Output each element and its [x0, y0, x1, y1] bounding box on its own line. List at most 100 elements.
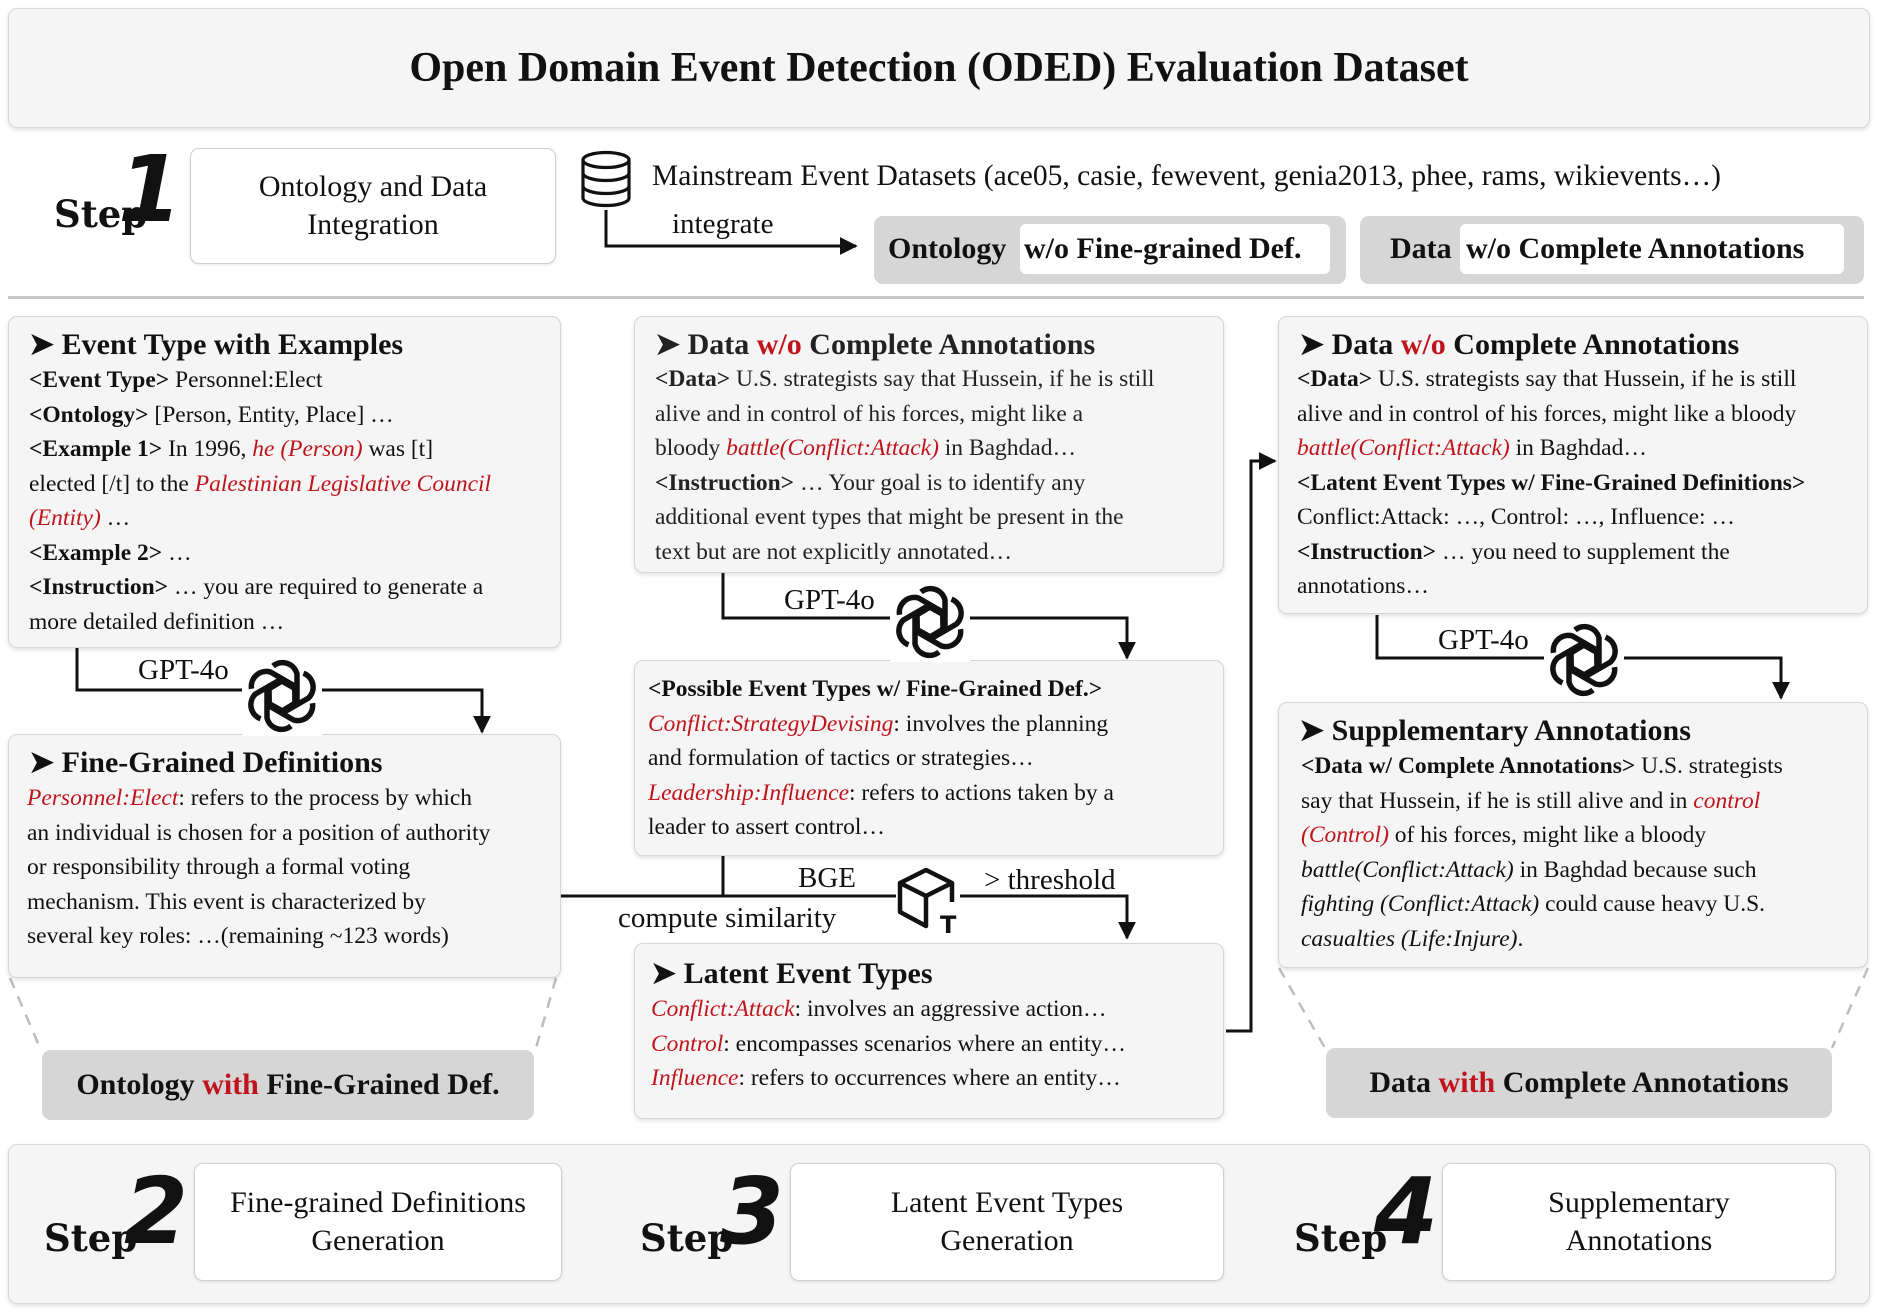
compute-similarity-label: compute similarity	[618, 902, 837, 934]
step4-name: Supplementary Annotations	[1548, 1186, 1730, 1257]
panel-body: <Data> U.S. strategists say that Hussein…	[655, 362, 1154, 569]
text: and formulation of tactics or strategies…	[648, 745, 1034, 771]
data-wo-annotations-panel-right: ➤ Data w/o Complete Annotations <Data> U…	[1278, 316, 1868, 614]
panel-title-text: Event Type with Examples	[61, 328, 404, 361]
database-icon	[581, 150, 631, 208]
event-type-examples-panel: ➤ Event Type with Examples <Event Type> …	[8, 316, 561, 648]
text: …	[162, 539, 192, 566]
highlight-span: (Entity)	[29, 505, 101, 531]
integrate-label: integrate	[672, 208, 774, 240]
gpt4o-label-step2: GPT-4o	[138, 654, 229, 686]
text: alive and in control of his forces, migh…	[655, 400, 1084, 427]
panel-title-text: Supplementary Annotations	[1331, 714, 1691, 747]
panel-title: ➤ Data w/o Complete Annotations	[655, 327, 1095, 363]
panel-body: <Event Type> Personnel:Elect <Ontology> …	[29, 363, 491, 639]
badge-text: Ontology with Fine-Grained Def.	[76, 1068, 499, 1102]
latent-types-tag: <Latent Event Types w/ Fine-Grained Defi…	[1297, 469, 1806, 496]
text: [Person, Entity, Place] …	[148, 401, 394, 428]
arrow-bullet-icon: ➤	[1299, 714, 1325, 747]
data-wo-annotations-badge: Data w/o Complete Annotations	[1360, 216, 1864, 284]
text: annotations…	[1297, 573, 1429, 599]
text: .	[1517, 925, 1524, 952]
text: : involves an aggressive action…	[794, 996, 1107, 1022]
step4-label: Step 4	[1294, 1166, 1438, 1270]
cube-icon: T	[896, 866, 960, 936]
highlight-span: Conflict:StrategyDevising	[648, 710, 894, 737]
arrow-bullet-icon: ➤	[29, 328, 55, 361]
ontology-qualifier: w/o Fine-grained Def.	[1020, 224, 1330, 274]
text: Personnel:Elect	[169, 367, 323, 393]
step-number: 4	[1374, 1158, 1439, 1265]
highlight-span: (Control)	[1301, 822, 1389, 848]
text: : refers to actions taken by a	[849, 779, 1114, 806]
arrow-bullet-icon: ➤	[29, 746, 55, 779]
panel-title: ➤ Fine-Grained Definitions	[29, 745, 382, 781]
step-word: Step	[1294, 1216, 1388, 1260]
step2-name: Fine-grained Definitions Generation	[230, 1186, 526, 1257]
step-word: Step	[640, 1216, 734, 1260]
text: Fine-Grained Def.	[258, 1068, 500, 1101]
openai-logo-icon	[1544, 620, 1624, 700]
panel-title-text: Fine-Grained Definitions	[61, 746, 383, 779]
highlight-span: he (Person)	[252, 436, 363, 462]
text: U.S. strategists say that Hussein, if he…	[1372, 366, 1797, 392]
data-qualifier: w/o Complete Annotations	[1460, 224, 1844, 274]
text: : involves the planning	[893, 710, 1109, 737]
text: elected [/t] to the	[29, 470, 195, 497]
step3-label: Step 3	[640, 1166, 784, 1270]
data-with-annotations-badge: Data with Complete Annotations	[1326, 1048, 1832, 1118]
text: say that Hussein, if he is still alive a…	[1301, 787, 1694, 814]
highlight-span: battle(Conflict:Attack)	[1297, 435, 1510, 461]
ontology-wo-def-badge: Ontology w/o Fine-grained Def.	[874, 216, 1346, 284]
text: Complete Annotations	[1445, 328, 1740, 361]
text: : refers to the process by which	[178, 785, 473, 811]
step-word: Step	[54, 192, 148, 236]
text: of his forces, might like a bloody	[1388, 822, 1707, 848]
step-number: 3	[720, 1158, 785, 1265]
text: in Baghdad because such	[1513, 856, 1757, 883]
panel-title: ➤ Latent Event Types	[651, 956, 933, 992]
ontology-with-def-badge: Ontology with Fine-Grained Def.	[42, 1050, 534, 1120]
text: several key roles: …(remaining ~123 word…	[27, 923, 449, 949]
text: could cause heavy U.S.	[1539, 891, 1766, 917]
data-complete-tag: <Data w/ Complete Annotations>	[1301, 753, 1636, 779]
text: : encompasses scenarios where an entity…	[723, 1030, 1126, 1057]
threshold-label: > threshold	[984, 864, 1116, 896]
highlight-span: control	[1693, 787, 1761, 814]
step3-name: Latent Event Types Generation	[890, 1186, 1124, 1257]
fine-grained-definitions-panel: ➤ Fine-Grained Definitions Personnel:Ele…	[8, 734, 561, 978]
annotation-span: battle(Conflict:Attack)	[1301, 856, 1514, 883]
text: text but are not explicitly annotated…	[655, 538, 1012, 565]
highlight-span: Control	[651, 1030, 724, 1057]
panel-title: ➤ Data w/o Complete Annotations	[1299, 327, 1739, 363]
page-title: Open Domain Event Detection (ODED) Evalu…	[409, 45, 1469, 91]
step2-box: Fine-grained Definitions Generation	[194, 1163, 562, 1281]
instruction-tag: <Instruction>	[29, 574, 169, 600]
panel-title: ➤ Event Type with Examples	[29, 327, 403, 363]
openai-logo-icon	[242, 656, 322, 736]
panel-body: Conflict:Attack: involves an aggressive …	[651, 992, 1126, 1096]
step1-box: Ontology and Data Integration	[190, 148, 556, 264]
step-number: 2	[124, 1158, 189, 1265]
gpt4o-label-step3: GPT-4o	[784, 584, 875, 616]
panel-body: <Possible Event Types w/ Fine-Grained De…	[648, 672, 1114, 845]
ontology-qualifier-text: w/o Fine-grained Def.	[1024, 232, 1302, 265]
highlight-span: Personnel:Elect	[27, 785, 179, 811]
step1-name: Ontology and Data Integration	[258, 170, 488, 241]
data-tag: <Data>	[655, 366, 731, 392]
cube-letter: T	[940, 911, 957, 936]
text: Conflict:Attack: …, Control: …, Influenc…	[1297, 504, 1735, 530]
text: Data	[687, 328, 757, 361]
openai-logo-icon	[890, 582, 970, 662]
text: U.S. strategists say that Hussein, if he…	[730, 366, 1155, 392]
datasets-text: Mainstream Event Datasets (ace05, casie,…	[652, 160, 1721, 192]
example1-tag: <Example 1>	[29, 436, 163, 462]
panel-body: <Data> U.S. strategists say that Hussein…	[1297, 362, 1805, 604]
text: Complete Annotations	[1495, 1066, 1789, 1099]
text: Data	[1369, 1066, 1439, 1099]
data-qualifier-text: w/o Complete Annotations	[1466, 232, 1805, 265]
gpt4o-label-step4: GPT-4o	[1438, 624, 1529, 656]
arrow-bullet-icon: ➤	[655, 328, 681, 361]
section-divider	[8, 296, 1864, 299]
panel-body: <Data w/ Complete Annotations> U.S. stra…	[1301, 749, 1783, 956]
